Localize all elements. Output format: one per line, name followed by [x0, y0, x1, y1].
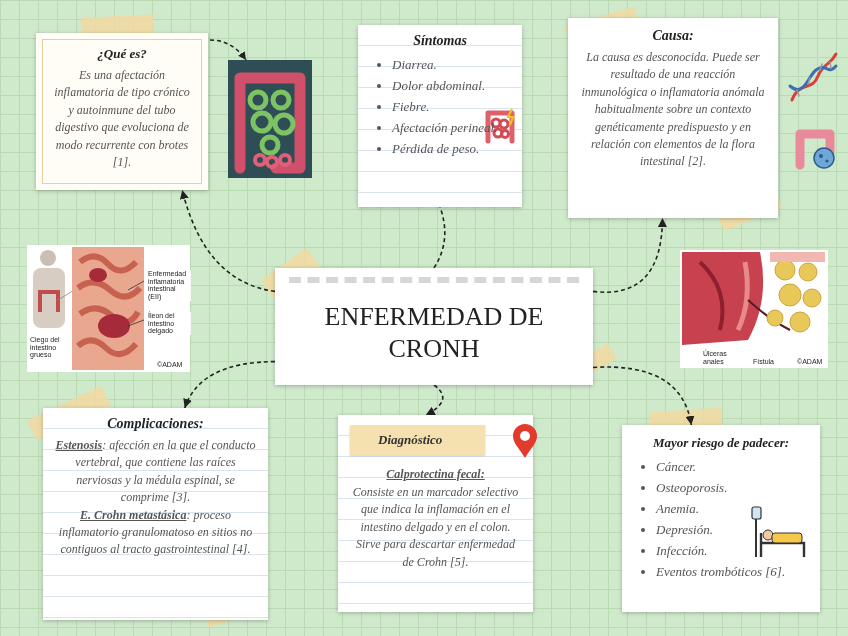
- dashed-connector: [593, 367, 691, 425]
- image-label: Íleon del intestino delgado: [147, 312, 191, 335]
- bullet-list: Diarrea.Dolor abdominal.Fiebre.Afectació…: [370, 54, 510, 159]
- term: Estenosis: [56, 438, 103, 452]
- definition-box: ¿Qué es? Es una afectación inflamatoria d…: [36, 33, 208, 190]
- dashed-connector: [185, 362, 275, 408]
- dna-icon: [790, 54, 836, 100]
- dashed-connector: [434, 207, 445, 268]
- cause-box: Causa: La causa es desconocida. Puede ser…: [568, 18, 778, 218]
- paragraph: E. Crohn metastásica: proceso inflamator…: [55, 507, 256, 559]
- heading-band: Diagnóstico: [350, 425, 485, 455]
- list-item: Cáncer.: [656, 456, 808, 477]
- pin-icon: [510, 423, 540, 459]
- list-item: Afectación perineal.: [392, 117, 504, 138]
- list-item: Depresión.: [656, 519, 808, 540]
- dashed-connector: [593, 218, 663, 292]
- image-label: ©ADAM: [796, 358, 823, 366]
- list-item: Diarrea.: [392, 54, 504, 75]
- pointer-arrow: [210, 40, 246, 60]
- dashed-connector: [182, 190, 275, 291]
- list-item: Fiebre.: [392, 96, 504, 117]
- complications-box: Complicaciones: Estenosis: afección en la…: [43, 408, 268, 620]
- diagnosis-box: DiagnósticoCalprotectina fecal: Consiste …: [338, 415, 533, 612]
- body-text: Es una afectación inflamatoria de tipo c…: [52, 67, 192, 171]
- image-label: Úlceras anales: [702, 350, 744, 365]
- image-label: Ciego del intestino grueso: [29, 336, 71, 359]
- list-item: Eventos trombóticos [6].: [656, 561, 808, 582]
- dashed-connector: [426, 385, 443, 415]
- term: E. Crohn metastásica: [80, 508, 186, 522]
- image-label: Enfermedad inflamatoria intestinal (EII): [147, 270, 191, 301]
- crohn-anatomy-image: [27, 245, 190, 372]
- heading: Complicaciones:: [55, 416, 256, 432]
- body-text: Consiste en un marcador selectivo que in…: [350, 484, 521, 571]
- bullet-list: Cáncer.Osteoporosis.Anemia.Depresión.Inf…: [634, 456, 808, 582]
- definition: : afección en la que el conducto vertebr…: [75, 438, 255, 504]
- central-title: ENFERMEDAD DE CRONH: [309, 301, 559, 363]
- list-item: Anemia.: [656, 498, 808, 519]
- heading: Causa:: [580, 28, 766, 44]
- heading: Mayor riesgo de padecer:: [634, 435, 808, 451]
- risk-box: Mayor riesgo de padecer: Cáncer.Osteoporo…: [622, 425, 820, 612]
- patient-bed-icon: [750, 503, 808, 561]
- list-item: Dolor abdominal.: [392, 75, 504, 96]
- colon-icon: [800, 134, 834, 168]
- body-text: La causa es desconocida. Puede ser resul…: [580, 49, 766, 171]
- heading: Síntomas: [370, 33, 510, 49]
- fistula-image: [680, 250, 828, 368]
- heading: ¿Qué es?: [52, 46, 192, 62]
- image-label: ©ADAM: [156, 361, 183, 369]
- intestine-image: [228, 60, 312, 178]
- paragraph: Estenosis: afección en la que el conduct…: [55, 437, 256, 507]
- symptoms-box: SíntomasDiarrea.Dolor abdominal.Fiebre.A…: [358, 25, 522, 207]
- central-topic-box: ENFERMEDAD DE CRONH: [275, 268, 593, 385]
- list-item: Infección.: [656, 540, 808, 561]
- list-item: Pérdida de peso.: [392, 138, 504, 159]
- list-item: Osteoporosis.: [656, 477, 808, 498]
- image-label: Fístula: [752, 358, 775, 366]
- term: Calprotectina fecal:: [350, 467, 521, 482]
